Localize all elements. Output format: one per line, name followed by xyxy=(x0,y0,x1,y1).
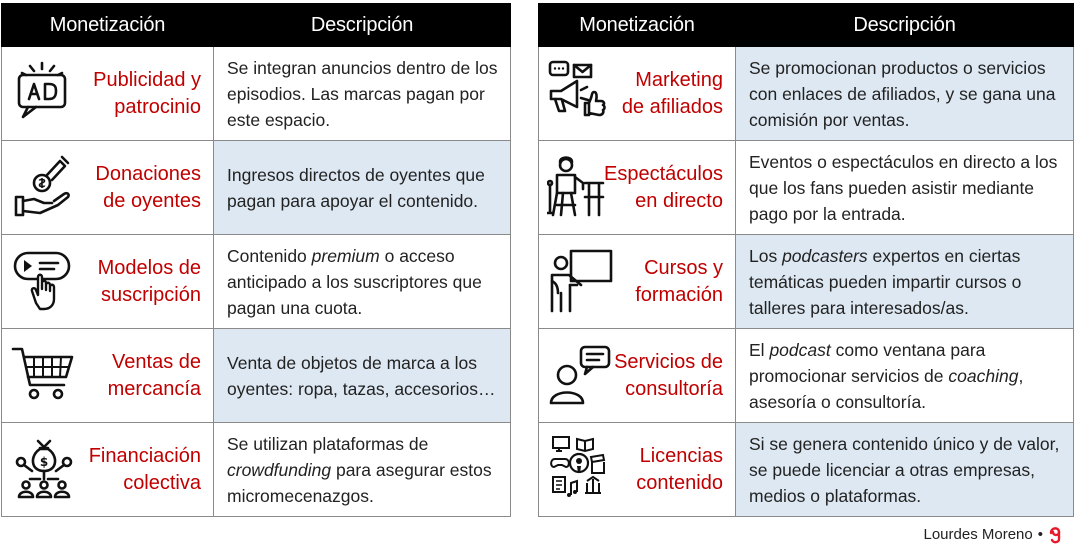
description-segment: o acceso anticipado a los suscriptores q… xyxy=(227,245,482,318)
description-text: Se integran anuncios dentro de los episo… xyxy=(214,55,510,133)
description-text: Venta de objetos de marca a los oyentes:… xyxy=(214,350,510,402)
description-segment: Se integran anuncios dentro de los episo… xyxy=(227,57,498,130)
description-cell: Los podcasters expertos en ciertas temát… xyxy=(735,234,1074,329)
table-row: Publicidad y patrocinio Se integran anunc… xyxy=(1,46,511,141)
header-monetization: Monetización xyxy=(1,3,214,47)
monetization-title: Servicios de consultoría xyxy=(614,350,723,400)
description-cell: Ingresos directos de oyentes que pagan p… xyxy=(213,140,511,235)
description-segment: Venta de objetos de marca a los oyentes:… xyxy=(227,352,496,399)
left-table-body: Publicidad y patrocinio Se integran anunc… xyxy=(1,46,511,517)
monetization-cell: Ventas de mercancía xyxy=(1,328,214,423)
monetization-title: Espectáculos en directo xyxy=(604,162,723,212)
monetization-cell: Servicios de consultoría xyxy=(538,328,736,423)
credit-separator: • xyxy=(1037,525,1043,543)
description-cell: Se integran anuncios dentro de los episo… xyxy=(213,46,511,141)
description-cell: Se promocionan productos o servicios con… xyxy=(735,46,1074,141)
description-segment: Ingresos directos de oyentes que pagan p… xyxy=(227,164,485,211)
description-text: El podcast como ventana para promocionar… xyxy=(736,337,1073,415)
description-text: Los podcasters expertos en ciertas temát… xyxy=(736,243,1073,321)
table-row: Donaciones de oyentes Ingresos directos d… xyxy=(1,140,511,235)
description-segment: para asegurar estos micromecenazgos. xyxy=(227,459,492,506)
emphasis-term: coaching xyxy=(948,365,1019,386)
description-text: Ingresos directos de oyentes que pagan p… xyxy=(214,162,510,214)
monetization-title: Licencias contenido xyxy=(636,444,723,494)
monetization-title: Modelos de suscripción xyxy=(97,256,201,306)
monetization-title: Marketing de afiliados xyxy=(621,68,723,118)
donation-hand-icon xyxy=(10,153,78,221)
description-text: Se utilizan plataformas de crowdfunding … xyxy=(214,431,510,509)
lm-logo-icon xyxy=(1048,524,1066,544)
description-segment: Los xyxy=(749,245,783,266)
teacher-board-icon xyxy=(547,247,615,315)
emphasis-term: podcasters xyxy=(782,245,868,266)
right-table-body: Marketing de afiliados Se promocionan pro… xyxy=(538,46,1074,517)
table-row: Cursos y formación Los podcasters experto… xyxy=(538,234,1074,329)
emphasis-term: podcast xyxy=(769,339,831,360)
description-cell: Eventos o espectáculos en directo a los … xyxy=(735,140,1074,235)
description-cell: Contenido premium o acceso anticipado a … xyxy=(213,234,511,329)
table-row: Ventas de mercancía Venta de objetos de m… xyxy=(1,328,511,423)
description-segment: , asesoría o consultoría. xyxy=(749,365,1024,412)
description-segment: Se promocionan productos o servicios con… xyxy=(749,57,1056,130)
content-licensing-icon xyxy=(547,435,615,503)
monetization-title: Donaciones de oyentes xyxy=(95,162,201,212)
monetization-title: Financiación colectiva xyxy=(88,444,201,494)
monetization-title: Cursos y formación xyxy=(635,256,723,306)
monetization-cell: Marketing de afiliados xyxy=(538,46,736,141)
monetization-cell: Licencias contenido xyxy=(538,422,736,517)
crowdfunding-icon: $ xyxy=(10,435,78,503)
author-credit: Lourdes Moreno • xyxy=(924,524,1067,544)
description-segment: Contenido xyxy=(227,245,312,266)
table-row: Licencias contenido Si se genera contenid… xyxy=(538,422,1074,517)
table-row: Modelos de suscripción Contenido premium … xyxy=(1,234,511,329)
monetization-title: Ventas de mercancía xyxy=(107,350,201,400)
table-row: Marketing de afiliados Se promocionan pro… xyxy=(538,46,1074,141)
description-cell: El podcast como ventana para promocionar… xyxy=(735,328,1074,423)
monetization-cell: Espectáculos en directo xyxy=(538,140,736,235)
description-text: Si se genera contenido único y de valor,… xyxy=(736,431,1073,509)
ad-screen-icon xyxy=(10,59,78,127)
monetization-cell: Modelos de suscripción xyxy=(1,234,214,329)
consulting-person-icon xyxy=(547,341,615,409)
left-monetization-table: Monetización Descripción Publicidad y pa… xyxy=(1,3,511,517)
emphasis-term: premium xyxy=(311,245,380,266)
emphasis-term: crowdfunding xyxy=(227,459,332,480)
description-cell: Si se genera contenido único y de valor,… xyxy=(735,422,1074,517)
description-segment: El xyxy=(749,339,770,360)
live-show-icon xyxy=(547,153,615,221)
table-row: Espectáculos en directo Eventos o espectá… xyxy=(538,140,1074,235)
right-monetization-table: Monetización Descripción Marketing de af… xyxy=(538,3,1074,517)
description-text: Contenido premium o acceso anticipado a … xyxy=(214,243,510,321)
author-name: Lourdes Moreno xyxy=(923,525,1033,543)
monetization-title: Publicidad y patrocinio xyxy=(93,68,201,118)
header-monetization: Monetización xyxy=(538,3,736,47)
description-segment: Se utilizan plataformas de xyxy=(227,433,429,454)
subscription-click-icon xyxy=(10,247,78,315)
header-description: Descripción xyxy=(735,3,1074,47)
shopping-cart-icon xyxy=(10,341,78,409)
header-description: Descripción xyxy=(213,3,511,47)
monetization-cell: $ Financiación colectiva xyxy=(1,422,214,517)
affiliate-marketing-icon xyxy=(547,59,615,127)
svg-text:$: $ xyxy=(40,455,48,469)
monetization-cell: Cursos y formación xyxy=(538,234,736,329)
description-cell: Venta de objetos de marca a los oyentes:… xyxy=(213,328,511,423)
description-segment: expertos en ciertas temáticas pueden imp… xyxy=(749,245,1022,318)
description-text: Se promocionan productos o servicios con… xyxy=(736,55,1073,133)
monetization-cell: Donaciones de oyentes xyxy=(1,140,214,235)
description-segment: Si se genera contenido único y de valor,… xyxy=(749,433,1060,506)
table-row: $ Financiación colectiva Se utilizan plata… xyxy=(1,422,511,517)
table-row: Servicios de consultoría El podcast como … xyxy=(538,328,1074,423)
monetization-cell: Publicidad y patrocinio xyxy=(1,46,214,141)
description-segment: Eventos o espectáculos en directo a los … xyxy=(749,151,1058,224)
description-cell: Se utilizan plataformas de crowdfunding … xyxy=(213,422,511,517)
description-segment: como ventana para promocionar servicios … xyxy=(749,339,986,386)
description-text: Eventos o espectáculos en directo a los … xyxy=(736,149,1073,227)
